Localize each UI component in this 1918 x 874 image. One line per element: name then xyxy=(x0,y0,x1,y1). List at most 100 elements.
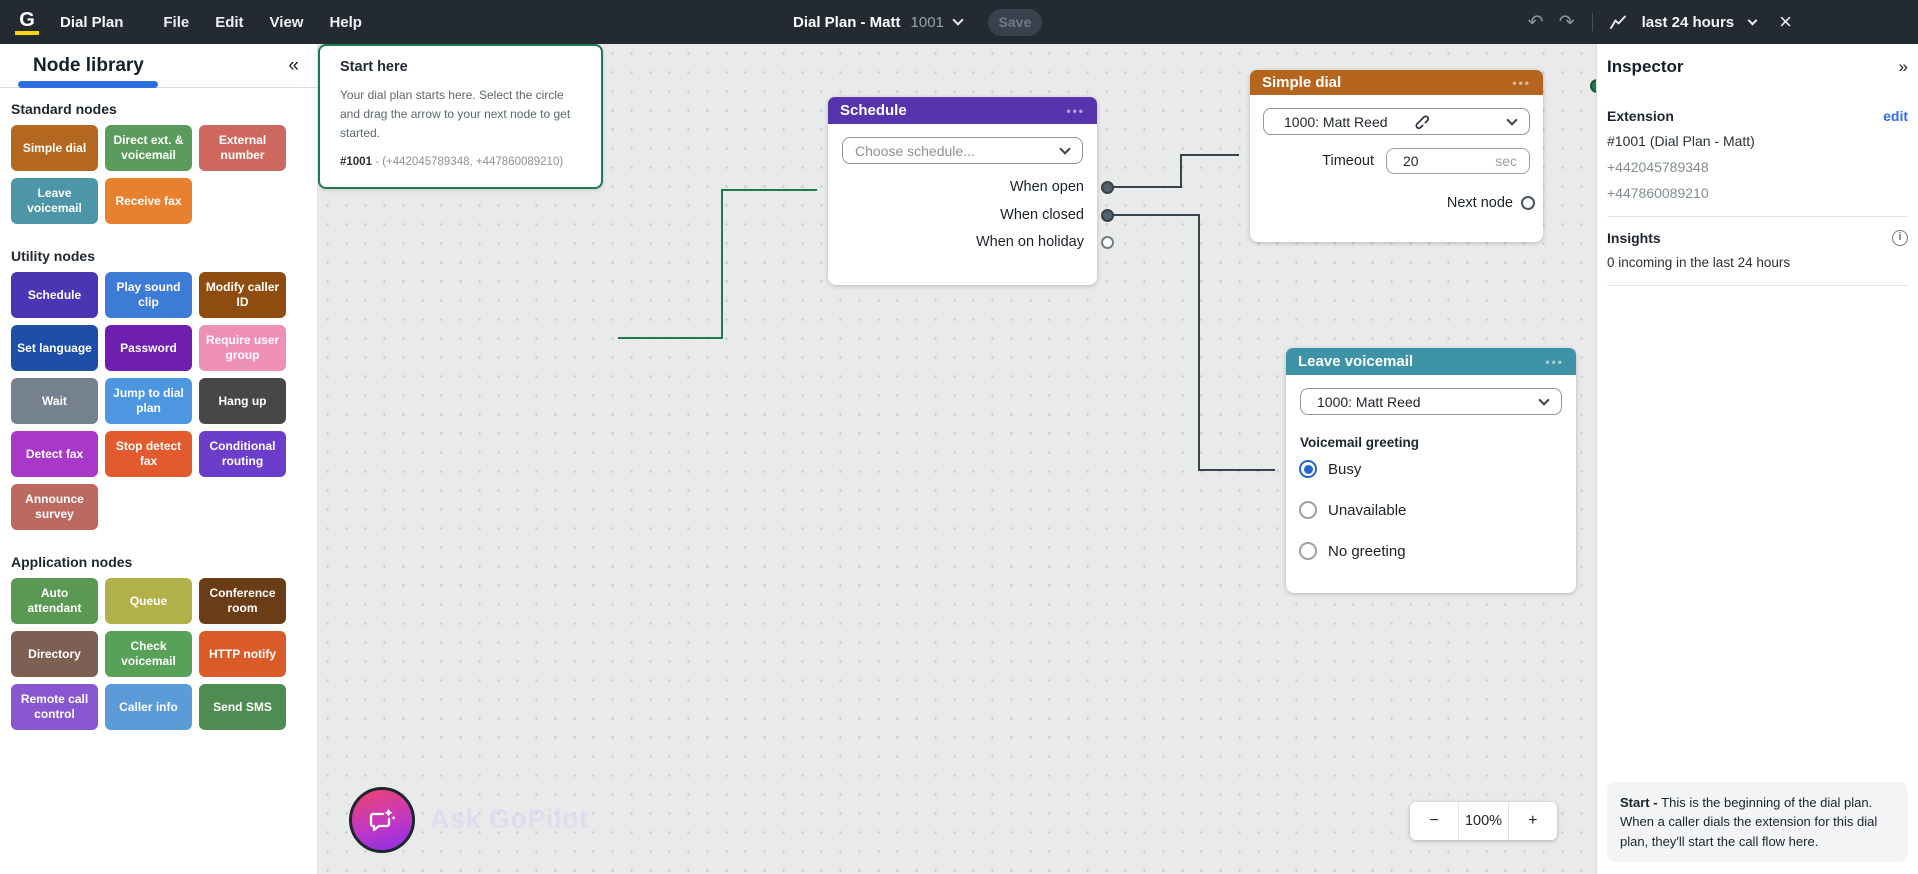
divider xyxy=(1607,216,1908,217)
link-icon xyxy=(1414,114,1430,130)
node-tile-set-language[interactable]: Set language xyxy=(11,325,98,371)
app-title: Dial Plan xyxy=(60,13,124,31)
time-range-dropdown[interactable]: last 24 hours xyxy=(1641,13,1735,31)
node-menu-icon[interactable]: ••• xyxy=(1512,75,1531,90)
output-label-when-closed: When closed xyxy=(1000,207,1084,223)
radio-button[interactable] xyxy=(1299,501,1317,519)
voicemail-box-select[interactable]: 1000: Matt Reed xyxy=(1300,388,1562,415)
redo-icon[interactable]: ↷ xyxy=(1558,11,1575,33)
node-tile-caller-info[interactable]: Caller info xyxy=(105,684,192,730)
node-tile-queue[interactable]: Queue xyxy=(105,578,192,624)
insights-section-label: Insights xyxy=(1607,230,1661,246)
menu-edit[interactable]: Edit xyxy=(215,13,244,31)
timeout-unit: sec xyxy=(1495,153,1517,169)
voicemail-box-value: 1000: Matt Reed xyxy=(1317,393,1421,410)
node-tile-announce-survey[interactable]: Announce survey xyxy=(11,484,98,530)
extension-value: #1001 (Dial Plan - Matt) xyxy=(1607,133,1755,149)
leave-voicemail-node[interactable]: Leave voicemail ••• 1000: Matt Reed Voic… xyxy=(1286,348,1576,593)
dial-target-value: 1000: Matt Reed xyxy=(1284,113,1388,130)
node-tile-conference-room[interactable]: Conference room xyxy=(199,578,286,624)
menu-view[interactable]: View xyxy=(269,13,304,31)
menu-file[interactable]: File xyxy=(163,13,190,31)
simple-dial-node-header[interactable]: Simple dial ••• xyxy=(1250,70,1543,95)
next-node-port[interactable] xyxy=(1521,196,1535,210)
insights-value: 0 incoming in the last 24 hours xyxy=(1607,255,1791,270)
gopilot-chat-sparkle-icon xyxy=(369,808,396,832)
node-tile-direct-ext-voicemail[interactable]: Direct ext. & voicemail xyxy=(105,125,192,171)
node-tile-jump-to-dial-plan[interactable]: Jump to dial plan xyxy=(105,378,192,424)
connection-wires xyxy=(618,154,1275,471)
greeting-option-no-greeting[interactable]: No greeting xyxy=(1286,542,1576,560)
dial-target-select[interactable]: 1000: Matt Reed xyxy=(1263,108,1530,135)
timeout-input[interactable]: 20 sec xyxy=(1386,148,1530,174)
inspector-panel: Inspector » Extension edit #1001 (Dial P… xyxy=(1596,44,1918,874)
when-on-holiday-port[interactable] xyxy=(1101,236,1114,249)
node-tile-receive-fax[interactable]: Receive fax xyxy=(105,178,192,224)
node-tile-check-voicemail[interactable]: Check voicemail xyxy=(105,631,192,677)
schedule-node-header[interactable]: Schedule ••• xyxy=(828,97,1097,124)
node-tile-hang-up[interactable]: Hang up xyxy=(199,378,286,424)
menu-help[interactable]: Help xyxy=(329,13,362,31)
node-tile-remote-call-control[interactable]: Remote call control xyxy=(11,684,98,730)
node-tile-stop-detect-fax[interactable]: Stop detect fax xyxy=(105,431,192,477)
node-tile-simple-dial[interactable]: Simple dial xyxy=(11,125,98,171)
node-tile-send-sms[interactable]: Send SMS xyxy=(199,684,286,730)
dial-plan-canvas[interactable]: Start here Your dial plan starts here. S… xyxy=(318,44,1596,874)
schedule-select[interactable]: Choose schedule... xyxy=(842,137,1083,164)
chevron-down-icon xyxy=(1059,142,1071,155)
extension-phone-number: +442045789348 xyxy=(1607,159,1709,175)
node-tile-modify-caller-id[interactable]: Modify caller ID xyxy=(199,272,286,318)
start-output-port[interactable] xyxy=(1590,79,1596,93)
when-open-port[interactable] xyxy=(1101,181,1114,194)
goto-logo: G xyxy=(14,10,40,35)
node-tile-password[interactable]: Password xyxy=(105,325,192,371)
chevron-down-icon[interactable] xyxy=(1747,15,1758,25)
undo-icon[interactable]: ↶ xyxy=(1527,11,1544,33)
radio-label: No greeting xyxy=(1328,542,1406,560)
node-tile-conditional-routing[interactable]: Conditional routing xyxy=(199,431,286,477)
close-icon[interactable]: × xyxy=(1779,9,1792,34)
greeting-option-busy[interactable]: Busy xyxy=(1286,460,1576,478)
zoom-in-button[interactable]: + xyxy=(1507,802,1557,840)
radio-label: Unavailable xyxy=(1328,501,1407,519)
edit-extension-link[interactable]: edit xyxy=(1883,108,1908,124)
node-menu-icon[interactable]: ••• xyxy=(1545,354,1564,369)
leave-voicemail-node-header[interactable]: Leave voicemail ••• xyxy=(1286,348,1576,375)
zoom-out-button[interactable]: − xyxy=(1429,812,1439,829)
collapse-left-icon[interactable]: « xyxy=(288,54,299,76)
when-closed-port[interactable] xyxy=(1101,209,1114,222)
save-button[interactable]: Save xyxy=(987,8,1042,36)
node-tile-detect-fax[interactable]: Detect fax xyxy=(11,431,98,477)
node-tile-directory[interactable]: Directory xyxy=(11,631,98,677)
node-tile-leave-voicemail[interactable]: Leave voicemail xyxy=(11,178,98,224)
schedule-node[interactable]: Schedule ••• Choose schedule... When ope… xyxy=(828,97,1114,285)
node-tile-auto-attendant[interactable]: Auto attendant xyxy=(11,578,98,624)
start-node-extension: #1001 - (+442045789348, +447860089210) xyxy=(340,155,564,168)
radio-button[interactable] xyxy=(1299,542,1317,560)
node-tile-require-user-group[interactable]: Require user group xyxy=(199,325,286,371)
chevron-down-icon[interactable] xyxy=(952,14,964,26)
node-menu-icon[interactable]: ••• xyxy=(1066,103,1085,118)
node-tile-play-sound-clip[interactable]: Play sound clip xyxy=(105,272,192,318)
greeting-option-unavailable[interactable]: Unavailable xyxy=(1286,501,1576,519)
node-tile-schedule[interactable]: Schedule xyxy=(11,272,98,318)
ask-gopilot-button[interactable] xyxy=(349,787,415,853)
radio-button[interactable] xyxy=(1299,460,1317,478)
document-title[interactable]: Dial Plan - Matt xyxy=(793,13,901,31)
node-tile-external-number[interactable]: External number xyxy=(199,125,286,171)
node-tile-wait[interactable]: Wait xyxy=(11,378,98,424)
collapse-right-icon[interactable]: » xyxy=(1898,57,1908,76)
start-node-description: Your dial plan starts here. Select the c… xyxy=(340,88,571,141)
insights-chart-icon[interactable] xyxy=(1609,15,1627,30)
active-tab-indicator xyxy=(18,81,158,88)
node-tile-http-notify[interactable]: HTTP notify xyxy=(199,631,286,677)
start-node[interactable]: Start here Your dial plan starts here. S… xyxy=(318,44,1596,189)
node-library-title: Node library xyxy=(33,54,144,76)
info-icon[interactable]: i xyxy=(1892,230,1908,246)
document-extension: 1001 xyxy=(910,13,944,31)
simple-dial-node[interactable]: Simple dial ••• 1000: Matt Reed Timeout … xyxy=(1250,70,1543,242)
